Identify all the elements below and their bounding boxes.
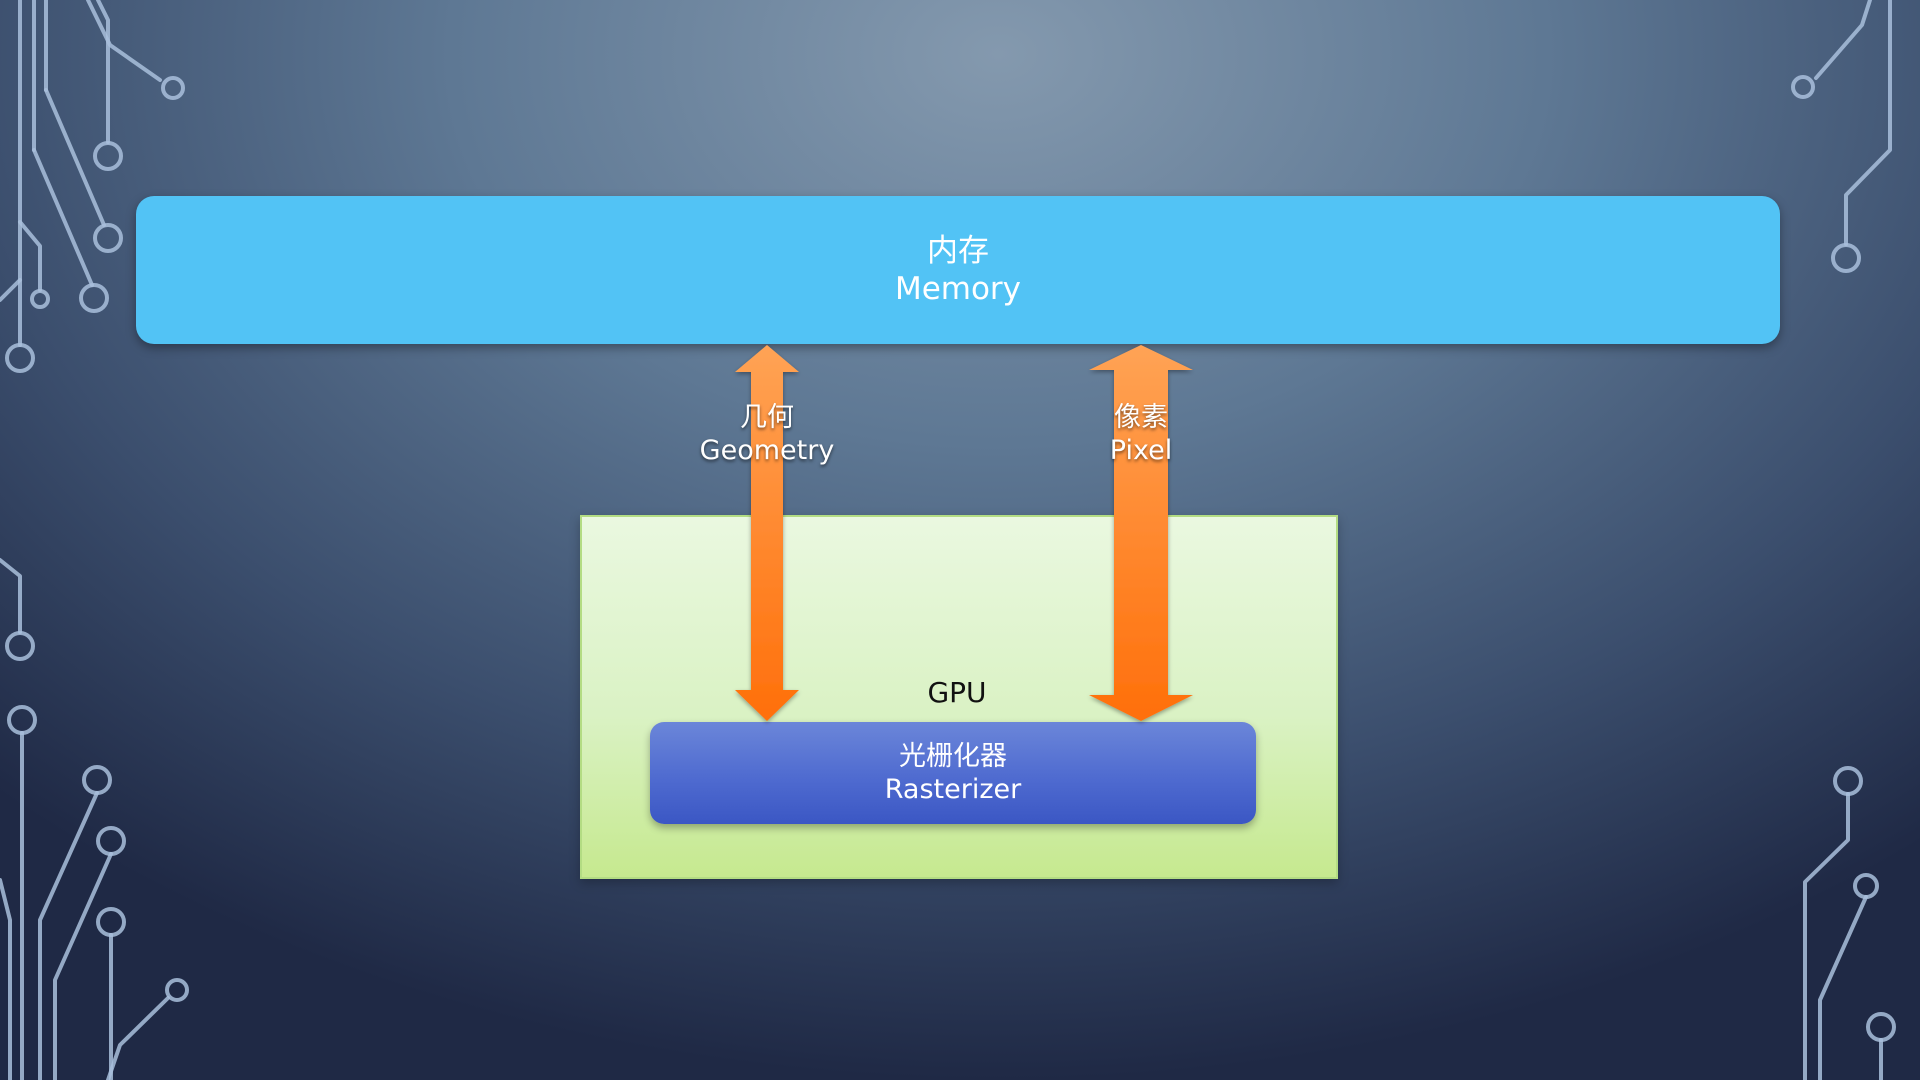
pixel-label: 像素 Pixel [1041, 401, 1241, 467]
memory-title-en: Memory [894, 271, 1022, 307]
pixel-label-en: Pixel [1109, 435, 1173, 466]
memory-block: 内存 Memory [136, 196, 1780, 344]
rasterizer-block: 光栅化器 Rasterizer [650, 722, 1256, 824]
geometry-arrow [735, 345, 799, 721]
pixel-arrow [1089, 345, 1193, 721]
rasterizer-title-en: Rasterizer [884, 774, 1022, 805]
geometry-label-en: Geometry [699, 435, 835, 466]
geometry-label: 几何 Geometry [667, 401, 867, 467]
rasterizer-title-cn: 光栅化器 [899, 741, 1007, 772]
memory-title-cn: 内存 [927, 233, 989, 269]
pixel-label-cn: 像素 [1114, 402, 1168, 433]
geometry-label-cn: 几何 [740, 402, 794, 433]
gpu-label: GPU [927, 676, 987, 709]
